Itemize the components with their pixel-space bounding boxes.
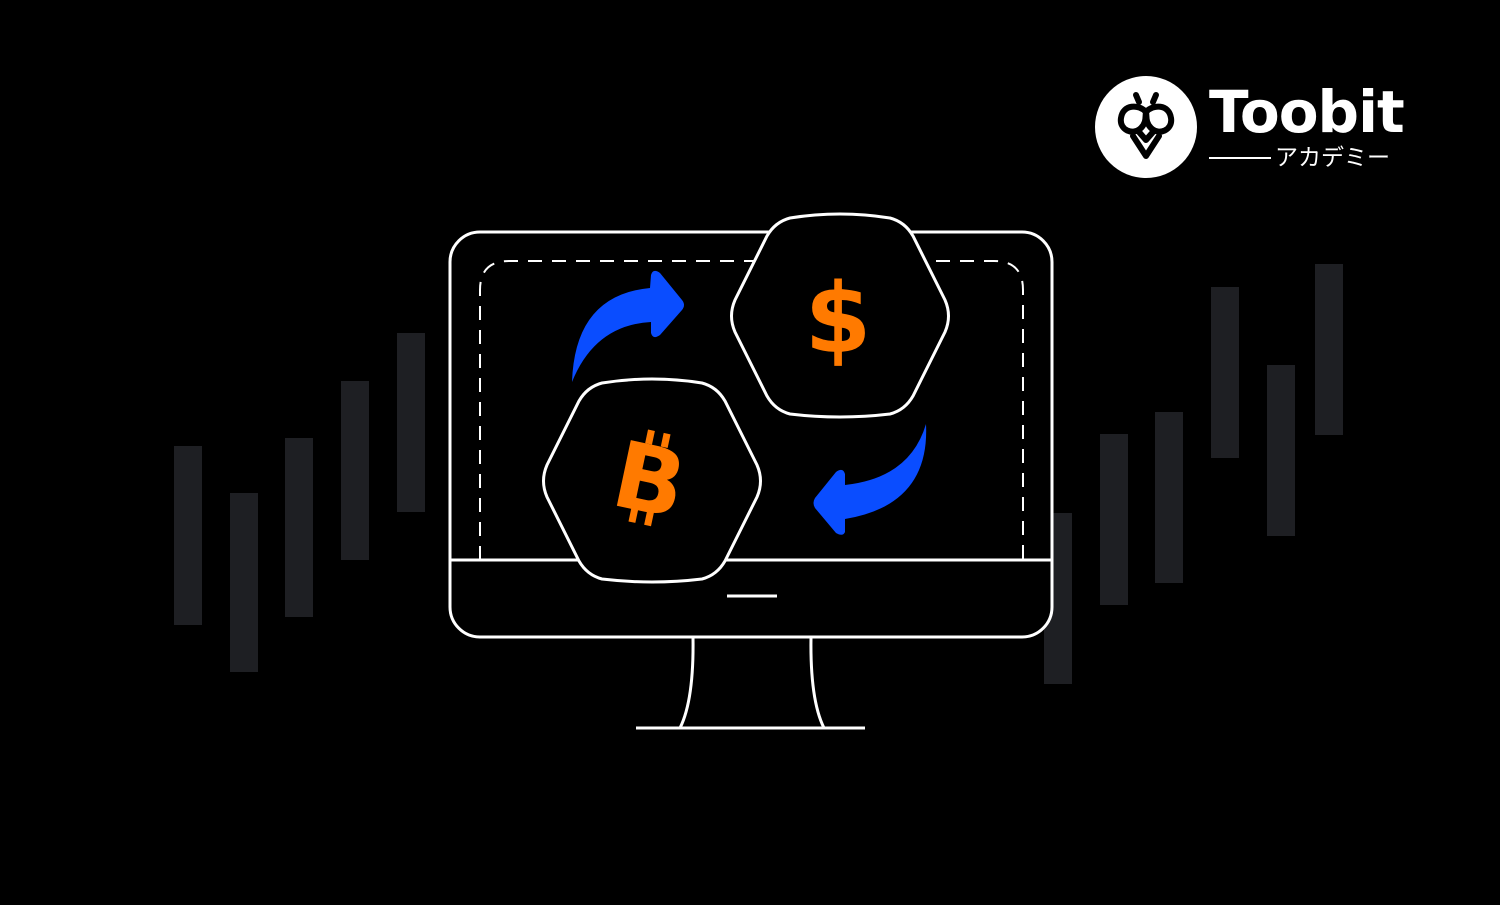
bee-infinity-icon — [1117, 92, 1175, 159]
brand-name: Toobit — [1209, 78, 1405, 146]
right-candlestick-bars — [1044, 264, 1343, 684]
brand-logo[interactable]: Toobit アカデミー — [1095, 76, 1405, 178]
dollar-coin: $ — [730, 212, 950, 419]
brand-subtitle-text: アカデミー — [1275, 145, 1390, 171]
curved-arrow-left-icon — [813, 424, 927, 535]
logo-text: Toobit アカデミー — [1209, 78, 1405, 171]
dollar-icon: $ — [805, 263, 872, 375]
left-candlestick-bars — [174, 333, 425, 672]
subtitle-rule — [1209, 157, 1271, 159]
curved-arrow-right-icon — [572, 270, 684, 382]
brand-subtitle: アカデミー — [1209, 145, 1404, 171]
bitcoin-coin: B — [542, 377, 762, 584]
logo-badge — [1095, 76, 1197, 178]
